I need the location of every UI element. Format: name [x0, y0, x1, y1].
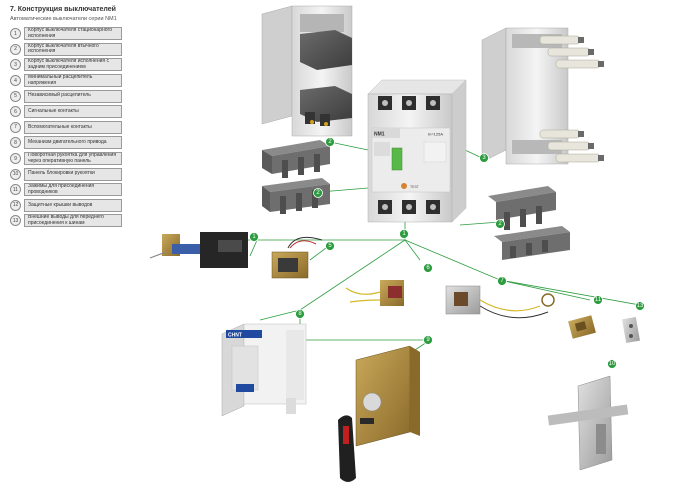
- svg-text:11: 11: [595, 297, 602, 303]
- terminal-cover-right-top: [488, 186, 556, 230]
- terminal-cover-left-top: [262, 140, 330, 178]
- legend-number: 2: [10, 43, 21, 55]
- breaker-plugin-body: [261, 5, 353, 137]
- breaker-rating: In=125A: [428, 132, 443, 137]
- svg-text:3: 3: [482, 155, 486, 161]
- shunt-release: [271, 236, 323, 279]
- callout-badge: 13: [635, 301, 645, 311]
- terminal-cover-right-bottom: [494, 226, 570, 260]
- svg-text:1: 1: [402, 231, 406, 237]
- svg-text:8: 8: [298, 311, 302, 317]
- svg-text:1: 1: [252, 234, 256, 240]
- breaker-brand: NM1: [374, 132, 385, 138]
- legend-number: 5: [10, 90, 21, 102]
- callout-badge: 2: [313, 188, 323, 198]
- legend-number: 3: [10, 59, 21, 71]
- svg-text:2: 2: [316, 190, 320, 196]
- legend-number: 6: [10, 106, 21, 118]
- motor-operator: CHNT: [221, 323, 307, 417]
- callout-badge: 3: [479, 153, 489, 163]
- legend-number: 7: [10, 121, 21, 133]
- breaker-handle: [391, 147, 403, 171]
- breaker-rear-connection-body: [481, 27, 604, 165]
- legend-label: Минимальный расцепитель напряжения: [24, 74, 122, 88]
- callout-badge: 6: [423, 263, 433, 273]
- legend-number: 12: [10, 199, 21, 211]
- auxiliary-contact: [445, 285, 555, 319]
- callout-badge: 2: [495, 219, 505, 229]
- alarm-contact: [345, 280, 404, 306]
- legend-label: Сигнальные контакты: [24, 105, 122, 119]
- legend-label: Корпус выключателя стационарного исполне…: [24, 27, 122, 41]
- callout-badge: 5: [325, 241, 335, 251]
- svg-text:10: 10: [609, 361, 616, 367]
- legend-label: Панель блокировки рукоятки: [24, 167, 122, 181]
- legend-label: Зажимы для присоединения проводников: [24, 183, 122, 197]
- callout-badge: 1: [399, 229, 409, 239]
- callout-badge: 10: [607, 359, 617, 369]
- legend-label: Независимый расцепитель: [24, 89, 122, 103]
- legend-label: Корпус выключателя исполнения с задним п…: [24, 58, 122, 72]
- wire-clamp: [568, 315, 596, 339]
- callout-badge: 11: [593, 295, 603, 305]
- legend-label: Поворотная рукоятка для управления через…: [24, 152, 122, 166]
- callout-badge: 9: [423, 335, 433, 345]
- main-breaker: NM1 In=125A TEST: [367, 79, 467, 223]
- legend-label: Защитные крышки выводов: [24, 198, 122, 212]
- legend-number: 8: [10, 137, 21, 149]
- legend-number: 11: [10, 184, 21, 196]
- front-terminal-bar: [622, 316, 640, 344]
- legend-number: 9: [10, 153, 21, 165]
- legend-number: 13: [10, 215, 21, 227]
- svg-text:6: 6: [426, 265, 430, 271]
- svg-text:2: 2: [498, 221, 502, 227]
- svg-text:7: 7: [500, 278, 504, 284]
- test-button: [401, 183, 407, 189]
- legend-number: 10: [10, 168, 21, 180]
- test-button-label: TEST: [410, 185, 420, 189]
- page-title: 7. Конструкция выключателей: [10, 6, 116, 13]
- callout-badge: 1: [249, 232, 259, 242]
- handle-lock-plate: [547, 375, 629, 471]
- undervoltage-release: [149, 232, 248, 268]
- svg-text:5: 5: [328, 243, 332, 249]
- motor-brand: CHNT: [228, 333, 242, 339]
- svg-text:2: 2: [328, 139, 332, 145]
- legend-label: Механизм двигательного привода: [24, 136, 122, 150]
- legend-number: 4: [10, 75, 21, 87]
- legend-label: Корпус выключателя втычного исполнения: [24, 42, 122, 56]
- legend-number: 1: [10, 28, 21, 40]
- callout-badge: 8: [295, 309, 305, 319]
- rotary-handle: [338, 345, 420, 482]
- svg-text:9: 9: [426, 337, 430, 343]
- legend-label: Вспомогательные контакты: [24, 120, 122, 134]
- page-subtitle: Автоматические выключатели серии NM1: [10, 16, 117, 22]
- legend-label: Внешние выводы для переднего присоединен…: [24, 214, 122, 228]
- callout-badge: 2: [325, 137, 335, 147]
- callout-badges: 2 2 3 1 5 1 6 7 11 13 8 9 10 2: [249, 137, 645, 369]
- callout-badge: 7: [497, 276, 507, 286]
- svg-text:13: 13: [637, 303, 644, 309]
